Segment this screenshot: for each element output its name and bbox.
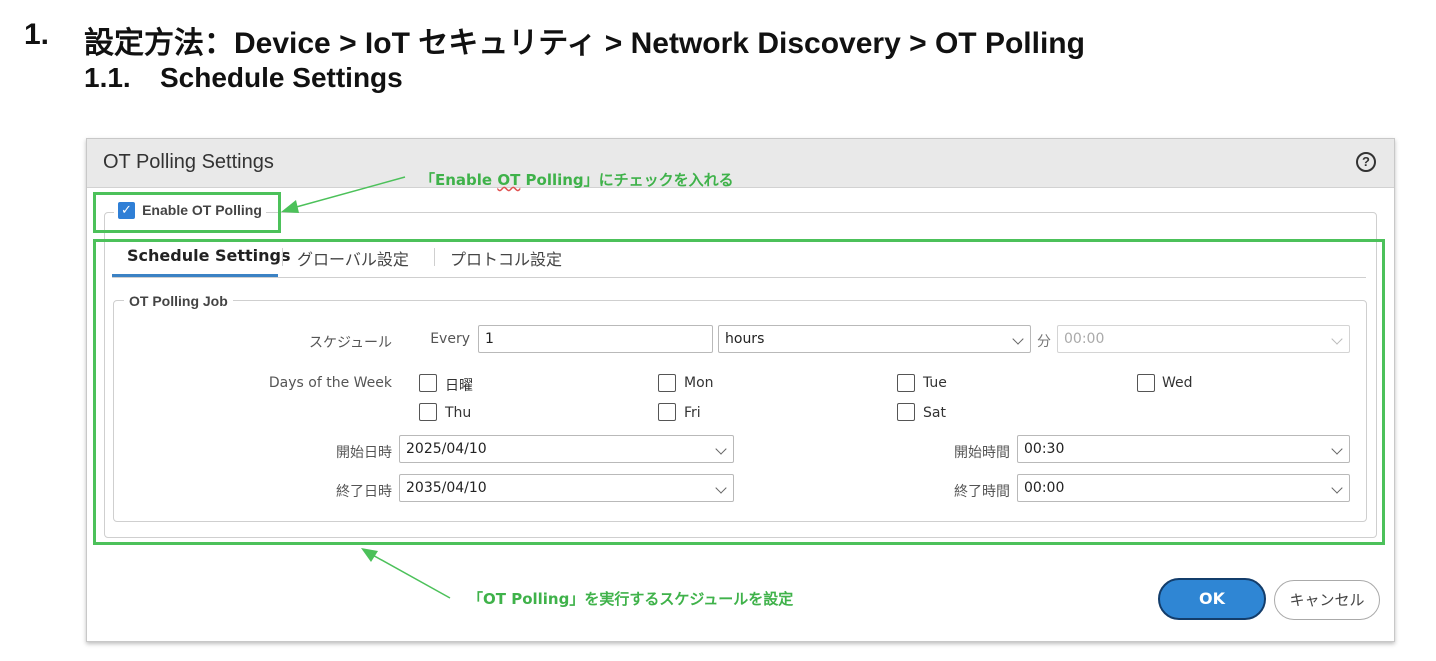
arrow-line-bottom	[368, 552, 451, 599]
annotation-schedule-text: 「OT Polling」を実行するスケジュールを設定	[468, 590, 794, 608]
end-date-label: 終了日時	[336, 484, 392, 500]
end-date-value: 2035/04/10	[406, 480, 487, 496]
cancel-button[interactable]: キャンセル	[1274, 580, 1380, 620]
end-time-select[interactable]: 00:00	[1017, 474, 1350, 502]
annotation-enable-text: 「Enable OT Polling」にチェックを入れる	[420, 169, 734, 190]
annotation-highlight-schedule	[93, 239, 1385, 545]
start-time-value: 00:30	[1024, 441, 1065, 457]
enable-fieldset	[104, 212, 1377, 538]
day-label-mon: Mon	[684, 375, 714, 391]
day-label-fri: Fri	[684, 405, 701, 421]
days-of-week-label: Days of the Week	[268, 375, 392, 391]
day-label-thu: Thu	[445, 405, 472, 421]
start-date-value: 2025/04/10	[406, 441, 487, 457]
day-checkbox-sun[interactable]	[419, 374, 437, 392]
start-time-label: 開始時間	[954, 445, 1010, 461]
schedule-label: スケジュール	[308, 335, 392, 351]
day-checkbox-mon[interactable]	[658, 374, 676, 392]
enable-ot-polling-toggle[interactable]: ✓ Enable OT Polling	[114, 200, 266, 224]
ot-polling-job-fieldset	[113, 300, 1367, 522]
minute-label: 分	[1037, 334, 1051, 350]
every-label: Every	[430, 331, 470, 347]
minute-select[interactable]: 00:00	[1057, 325, 1350, 353]
tab-global-settings[interactable]: グローバル設定	[297, 250, 409, 269]
heading-1-number: 1.	[24, 18, 50, 51]
ok-button[interactable]: OK	[1158, 578, 1266, 620]
tab-bar-line	[112, 277, 1366, 278]
interval-unit-value: hours	[725, 331, 765, 347]
day-checkbox-sat[interactable]	[897, 403, 915, 421]
day-label-sun: 日曜	[445, 378, 473, 394]
end-date-select[interactable]: 2035/04/10	[399, 474, 734, 502]
tab-protocol-settings[interactable]: プロトコル設定	[450, 250, 563, 269]
end-time-value: 00:00	[1024, 480, 1065, 496]
dialog-header: OT Polling Settings ?	[87, 139, 1394, 188]
arrow-line-top	[288, 176, 406, 210]
day-checkbox-thu[interactable]	[419, 403, 437, 421]
tab-separator	[434, 248, 435, 266]
arrowhead-bottom	[361, 548, 378, 562]
heading-1: 設定方法：Device > IoT セキュリティ > Network Disco…	[84, 27, 1085, 60]
every-value-input[interactable]: 1	[478, 325, 713, 353]
day-label-wed: Wed	[1162, 375, 1193, 391]
minute-value: 00:00	[1064, 331, 1105, 347]
annotation-enable-underlined: OT	[497, 171, 521, 189]
heading-2: Schedule Settings	[160, 62, 403, 93]
help-icon[interactable]: ?	[1356, 152, 1376, 172]
ot-polling-job-legend: OT Polling Job	[124, 293, 233, 309]
annotation-enable-suffix: Polling」にチェックを入れる	[520, 171, 734, 189]
enable-ot-polling-label: Enable OT Polling	[142, 202, 262, 218]
end-time-label: 終了時間	[954, 484, 1010, 500]
tab-schedule-settings[interactable]: Schedule Settings	[127, 246, 291, 265]
heading-2-number: 1.1.	[84, 62, 131, 93]
dialog-title: OT Polling Settings	[103, 151, 274, 173]
interval-unit-select[interactable]: hours	[718, 325, 1031, 353]
active-tab-indicator	[112, 274, 278, 277]
start-time-select[interactable]: 00:30	[1017, 435, 1350, 463]
enable-ot-polling-checkbox[interactable]: ✓	[118, 202, 135, 219]
start-date-select[interactable]: 2025/04/10	[399, 435, 734, 463]
annotation-enable-prefix: 「Enable	[420, 171, 498, 189]
day-label-sat: Sat	[923, 405, 946, 421]
annotation-highlight-enable	[93, 192, 281, 233]
tab-separator	[282, 248, 283, 266]
day-checkbox-fri[interactable]	[658, 403, 676, 421]
day-label-tue: Tue	[923, 375, 947, 391]
day-checkbox-wed[interactable]	[1137, 374, 1155, 392]
day-checkbox-tue[interactable]	[897, 374, 915, 392]
ot-polling-settings-dialog: OT Polling Settings ?	[86, 138, 1395, 642]
start-date-label: 開始日時	[336, 445, 392, 461]
arrowhead-top	[281, 200, 299, 213]
